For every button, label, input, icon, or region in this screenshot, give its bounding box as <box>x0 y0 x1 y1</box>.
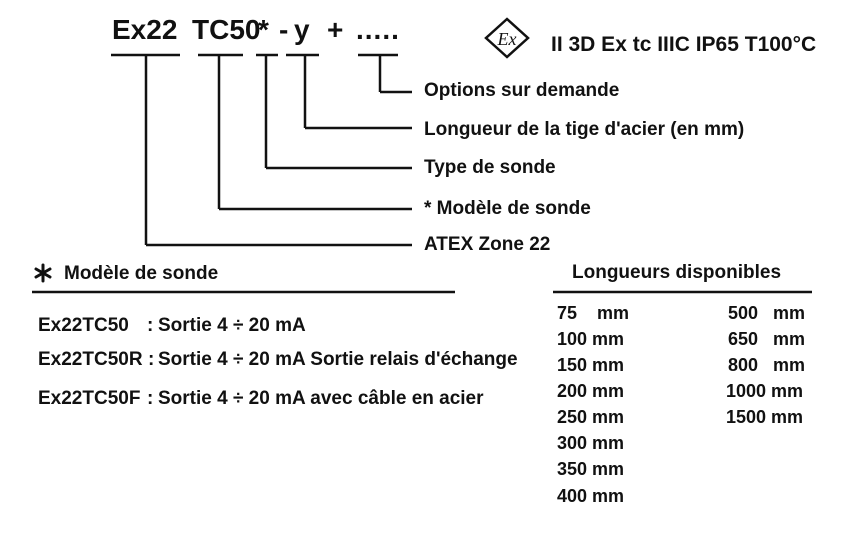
model-row-3-desc: Sortie 4 ÷ 20 mA avec câble en acier <box>158 388 484 409</box>
ex-hexagon-icon: Ex <box>484 17 530 59</box>
length-item: 150 mm <box>557 355 625 375</box>
ex-symbol: Ex <box>497 29 517 49</box>
model-row-1-code: Ex22TC50 <box>38 315 129 336</box>
asterisk-icon <box>34 263 52 283</box>
code-dash: - <box>279 14 289 45</box>
code-model: TC50 <box>192 14 261 45</box>
callout-type: Type de sonde <box>424 157 556 178</box>
length-item: 400 mm <box>557 486 625 506</box>
code-base: Ex22 <box>112 14 178 45</box>
length-item: 500 mm <box>728 303 806 323</box>
code-plus: + <box>327 14 344 45</box>
length-item: 300 mm <box>557 433 625 453</box>
model-row-2-code: Ex22TC50R <box>38 349 143 370</box>
model-row-2-sep: : <box>148 349 155 370</box>
length-item: 250 mm <box>557 407 625 427</box>
length-item: 75 mm <box>557 303 630 323</box>
length-item: 1000 mm <box>726 381 804 401</box>
callout-model: * Modèle de sonde <box>424 198 591 219</box>
code-length: y <box>294 14 310 45</box>
length-item: 800 mm <box>728 355 806 375</box>
callout-zone: ATEX Zone 22 <box>424 234 551 255</box>
length-item: 1500 mm <box>726 407 804 427</box>
model-row-1-desc: Sortie 4 ÷ 20 mA <box>158 315 306 336</box>
length-item: 100 mm <box>557 329 625 349</box>
length-item: 350 mm <box>557 459 625 479</box>
model-row-2-desc: Sortie 4 ÷ 20 mA Sortie relais d'échange <box>158 349 518 370</box>
lengths-title: Longueurs disponibles <box>572 262 782 283</box>
length-item: 200 mm <box>557 381 625 401</box>
atex-marking: II 3D Ex tc IIIC IP65 T100°C <box>551 33 817 56</box>
models-title: Modèle de sonde <box>64 263 219 284</box>
callout-length: Longueur de la tige d'acier (en mm) <box>424 119 745 140</box>
model-row-3-code: Ex22TC50F <box>38 388 141 409</box>
model-row-3-sep: : <box>147 388 154 409</box>
code-options: ..... <box>356 14 400 45</box>
length-item: 650 mm <box>728 329 806 349</box>
code-type: * <box>258 14 269 45</box>
model-row-1-sep: : <box>147 315 154 336</box>
callout-options: Options sur demande <box>424 80 620 101</box>
